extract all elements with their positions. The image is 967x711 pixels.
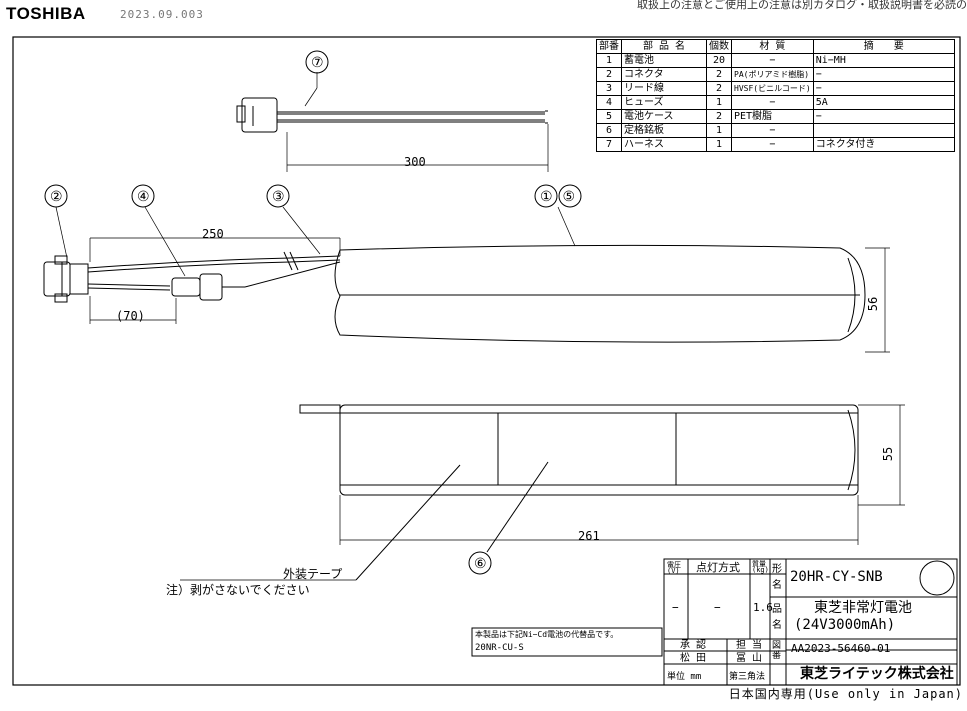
parts-table-header: 部番 部 品 名 個数 材 質 摘 要 [596,39,955,54]
drawing-number: AA2023-56460-01 [791,642,891,655]
cell: 5A [812,95,955,110]
cell: − [731,53,814,68]
dim-lead-length: 250 [202,227,224,241]
balloon-1-5: ①⑤ [540,189,586,205]
mass-value: 1.6 [753,601,773,614]
dim-pack-width: 55 [881,446,896,462]
table-row: 5 電池ケース 2 PET樹脂 − [596,109,955,124]
connector-leads-view [43,237,341,324]
tape-note: 注）剥がさないでください [166,583,310,597]
table-row: 3 リード線 2 HVSF(ビニルコード) − [596,81,955,96]
product-spec: (24V3000mAh) [794,617,896,633]
charger: 冨 山 [736,653,763,664]
cell: 2 [596,67,622,82]
cell: − [731,137,814,152]
cell: − [812,109,955,124]
approver: 松 田 [680,653,707,664]
cell: 5 [596,109,622,124]
voltage-head: 電圧(V) [667,561,681,575]
table-row: 1 蓄電池 20 − Ni−MH [596,53,955,68]
title-block-grid [471,558,958,686]
header-part-no: 部番 [596,39,622,54]
cell: 3 [596,81,622,96]
footer-note: 日本国内専用(Use only in Japan) [728,687,963,701]
product-head: 品名 [772,604,782,631]
model-head: 形名 [772,564,782,591]
cell: 1 [706,123,732,138]
voltage-value: − [672,601,679,614]
balloon-2: ② [50,189,63,205]
cell: PA(ポリアミド樹脂) [731,67,814,82]
header-remarks: 摘 要 [812,39,955,54]
cell: 2 [706,81,732,96]
battery-pack-side-view [180,404,905,581]
method-value: − [714,601,721,614]
replacement-model: 20NR-CU-S [475,643,524,653]
dim-connector-offset: (70) [116,309,145,323]
cell: − [812,67,955,82]
cell: 1 [706,95,732,110]
cell: − [812,81,955,96]
cell: コネクタ [621,67,707,82]
table-row: 7 ハーネス 1 − コネクタ付き [596,137,955,152]
table-row: 2 コネクタ 2 PA(ポリアミド樹脂) − [596,67,955,82]
cell: 1 [706,137,732,152]
top-note: 取扱上の注意とご使用上の注意は別カタログ・取扱説明書を必読の [637,0,967,11]
model-number: 20HR-CY-SNB [790,569,883,585]
product-name: 東芝非常灯電池 [814,600,912,616]
header-quantity: 個数 [706,39,732,54]
replacement-note: 本製品は下記Ni−Cd電池の代替品です。 [475,630,619,639]
drawing-frame [12,36,961,686]
balloon-4: ④ [137,189,150,205]
dim-pack-height: 56 [866,296,881,312]
approve-head: 承 認 [680,640,707,651]
charge-head: 担 当 [736,640,763,651]
brand-logo: TOSHIBA [6,4,86,23]
cell [812,123,955,138]
cell: コネクタ付き [812,137,955,152]
cell: − [731,95,814,110]
document-number: 2023.09.003 [120,8,204,21]
cell: HVSF(ビニルコード) [731,81,814,96]
cell: ハーネス [621,137,707,152]
cell: 1 [596,53,622,68]
header-part-name: 部 品 名 [621,39,707,54]
mass-head: 質量(kg) [752,560,769,574]
table-row: 4 ヒューズ 1 − 5A [596,95,955,110]
cell: リード線 [621,81,707,96]
cell: 定格銘板 [621,123,707,138]
projection-label: 第三角法 [729,672,766,682]
cell: − [731,123,814,138]
battery-pack-top-view [334,244,890,353]
company-name: 東芝ライテック株式会社 [800,666,954,682]
cell: 電池ケース [621,109,707,124]
cell: Ni−MH [812,53,955,68]
parts-table: 部番 部 品 名 個数 材 質 摘 要 1 蓄電池 20 − Ni−MH 2 コ… [596,39,955,152]
table-row: 6 定格銘板 1 − [596,123,955,138]
cell: 2 [706,67,732,82]
cell: 6 [596,123,622,138]
assembly-balloons [44,184,582,277]
unit-label: 単位 mm [667,672,702,682]
balloon-6: ⑥ [474,556,487,572]
dim-harness-length: 300 [404,155,426,169]
method-head: 点灯方式 [696,561,740,574]
balloon-3: ③ [272,189,285,205]
header-material: 材 質 [731,39,814,54]
cell: PET樹脂 [731,109,814,124]
tape-label: 外装テープ [283,567,343,581]
cell: 4 [596,95,622,110]
balloon-7: ⑦ [311,55,324,71]
drawing-head: 図番 [772,641,782,661]
cell: 20 [706,53,732,68]
harness-view [236,50,549,172]
cell: 7 [596,137,622,152]
cell: ヒューズ [621,95,707,110]
dim-pack-length: 261 [578,529,600,543]
cell: 蓄電池 [621,53,707,68]
cell: 2 [706,109,732,124]
